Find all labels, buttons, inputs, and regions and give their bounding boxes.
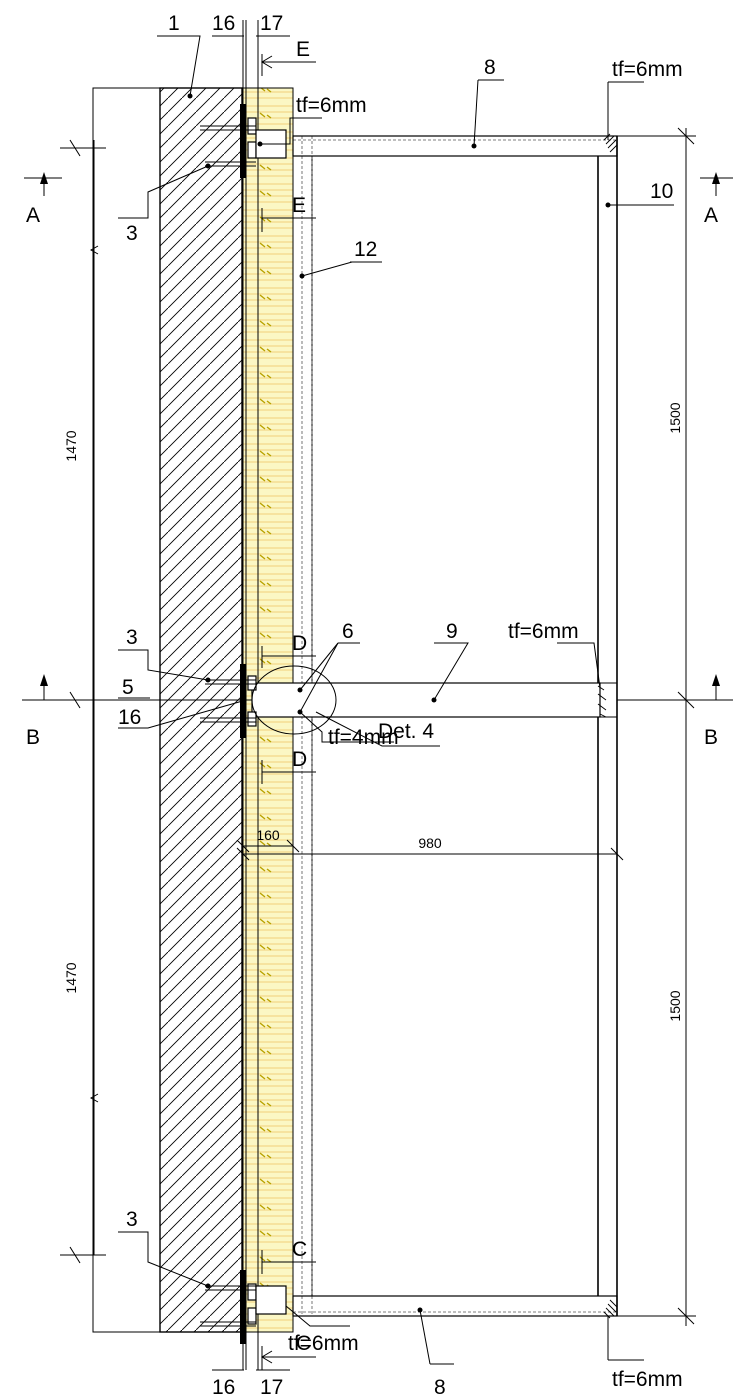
part-label-5: 5 bbox=[122, 676, 134, 699]
part-label-8-top: 8 bbox=[484, 56, 496, 79]
section-label-e-top: E bbox=[296, 38, 310, 61]
weld-label-bottom-right: tf=6mm bbox=[612, 1368, 683, 1391]
part-label-6: 6 bbox=[342, 620, 354, 643]
label-underlines bbox=[118, 35, 674, 1371]
part-label-16-top: 16 bbox=[212, 12, 235, 35]
section-label-d-low: D bbox=[292, 748, 307, 771]
part-label-9: 9 bbox=[446, 620, 458, 643]
corner-welds bbox=[597, 133, 618, 1319]
part-label-16-bot: 16 bbox=[212, 1376, 235, 1398]
dim-left-upper: 1470 bbox=[63, 430, 79, 461]
detail-4-label: Det. 4 bbox=[378, 720, 434, 743]
weld-label-top-left: tf=6mm bbox=[296, 94, 367, 117]
part-label-3-top: 3 bbox=[126, 222, 138, 245]
section-marker-a-left bbox=[24, 172, 62, 196]
weld-label-detail: tf=4mm bbox=[328, 726, 399, 749]
section-label-e-low: E bbox=[292, 194, 306, 217]
dimension-lines bbox=[60, 127, 696, 1326]
part-label-8-bot: 8 bbox=[434, 1376, 446, 1398]
steel-frame bbox=[251, 135, 618, 1317]
section-marker-a-right bbox=[700, 172, 733, 196]
section-label-a-right: A bbox=[704, 204, 718, 227]
weld-label-bottom-left: tf=6mm bbox=[288, 1332, 359, 1355]
part-label-1: 1 bbox=[168, 12, 180, 35]
section-marker-b-right bbox=[617, 674, 733, 701]
part-label-3-mid: 3 bbox=[126, 626, 138, 649]
section-cut-marks bbox=[261, 54, 316, 1370]
part-label-10: 10 bbox=[650, 180, 673, 203]
dim-insulation-width: 160 bbox=[256, 827, 280, 843]
section-label-c-low: C bbox=[296, 1332, 311, 1355]
part-label-17-top: 17 bbox=[260, 12, 283, 35]
concrete-wall bbox=[92, 87, 243, 1333]
section-label-d-up: D bbox=[292, 632, 307, 655]
section-label-c-up: C bbox=[292, 1238, 307, 1261]
dim-right-lower: 1500 bbox=[667, 990, 683, 1021]
part-label-3-bot: 3 bbox=[126, 1208, 138, 1231]
section-label-b-left: B bbox=[26, 726, 40, 749]
dim-left-lower: 1470 bbox=[63, 962, 79, 993]
part-label-16-mid: 16 bbox=[118, 706, 141, 729]
weld-label-middle: tf=6mm bbox=[508, 620, 579, 643]
weld-label-top-right: tf=6mm bbox=[612, 58, 683, 81]
dim-frame-width: 980 bbox=[418, 835, 442, 851]
section-label-a-left: A bbox=[26, 204, 40, 227]
dim-right-upper: 1500 bbox=[667, 402, 683, 433]
leader-dots bbox=[187, 93, 611, 1313]
anchor-bracket-bottom bbox=[200, 1270, 287, 1344]
part-label-12: 12 bbox=[354, 238, 377, 261]
part-label-17-bot: 17 bbox=[260, 1376, 283, 1398]
section-label-b-right: B bbox=[704, 726, 718, 749]
